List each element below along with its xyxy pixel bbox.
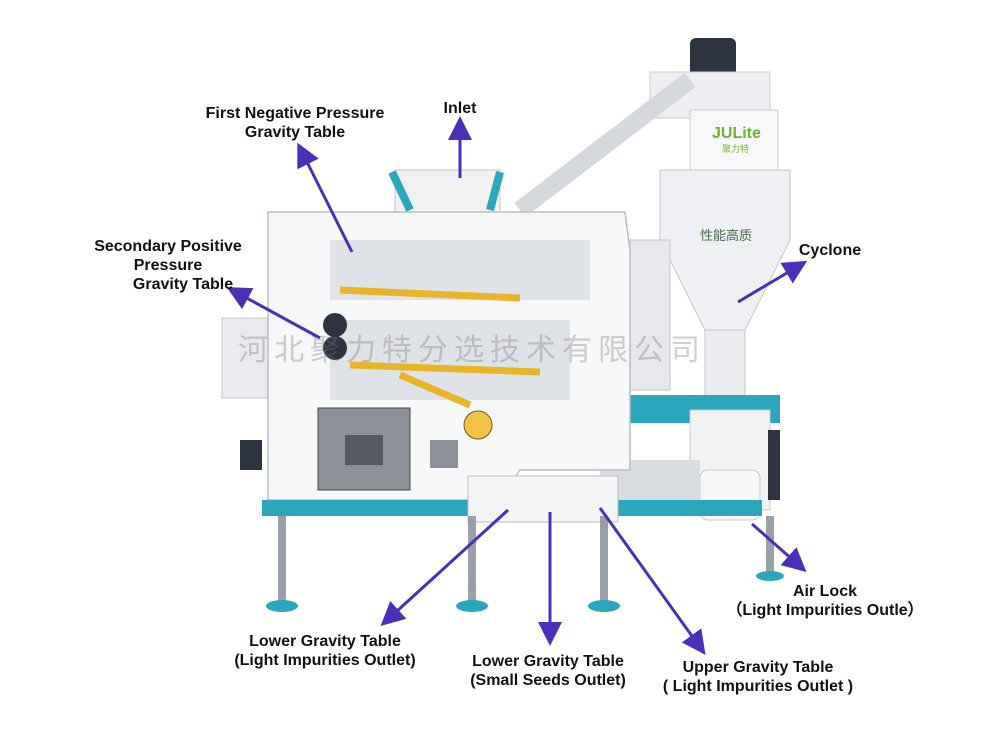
label-first-negative-pressure: First Negative Pressure Gravity Table (205, 105, 385, 141)
callout-arrows (226, 116, 808, 655)
inlet-hopper (388, 169, 504, 216)
watermark: 河北聚力特分选技术有限公司 (238, 333, 706, 368)
arrow-first-negative (297, 142, 354, 253)
label-lower-gravity-small-seeds: Lower Gravity Table (Small Seeds Outlet) (470, 653, 626, 689)
arrow-cyclone (737, 260, 808, 304)
label-upper-gravity-light: Upper Gravity Table ( Light Impurities O… (662, 659, 854, 695)
base-frame (240, 440, 784, 612)
arrow-secondary-positive (226, 287, 321, 340)
label-air-lock: Air Lock （Light Impurities Outle） (726, 583, 924, 619)
main-frame (221, 211, 631, 501)
arrow-lower-light (380, 508, 510, 627)
logo-subtext: 聚力特 (722, 143, 749, 155)
brand-logo: JULite 聚力特 (712, 125, 761, 155)
label-secondary-positive: Secondary Positive Pressure Gravity Tabl… (94, 238, 242, 293)
label-inlet: Inlet (443, 100, 477, 117)
cyclone-slogan: 性能高质 (700, 228, 752, 244)
label-cyclone: Cyclone (798, 242, 862, 259)
logo-text: JULite (712, 125, 761, 142)
arrow-upper-light (598, 507, 706, 655)
arrow-air-lock (751, 522, 807, 572)
label-lower-gravity-light: Lower Gravity Table (Light Impurities Ou… (234, 633, 416, 669)
